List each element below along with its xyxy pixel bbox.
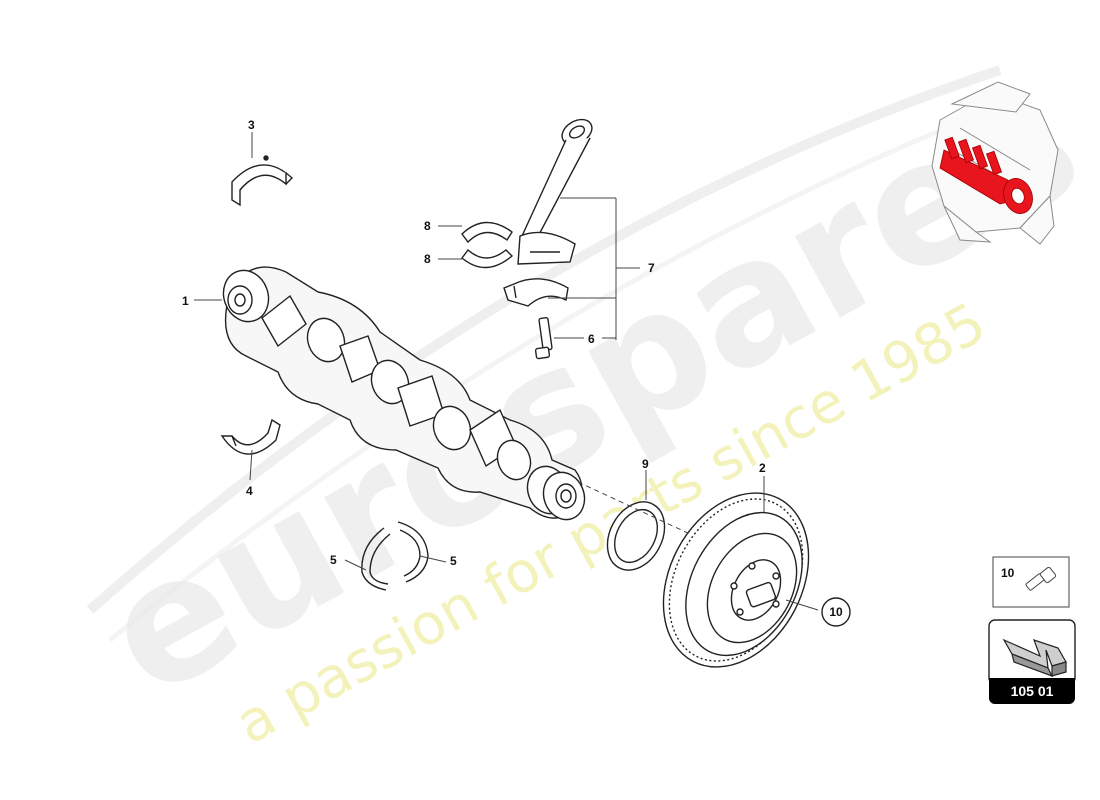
callout-1: 1 bbox=[182, 294, 189, 308]
callout-8-lower: 8 bbox=[424, 252, 431, 266]
bolt-icon bbox=[1025, 566, 1057, 591]
callout-5-right: 5 bbox=[450, 554, 457, 568]
callout-5-left: 5 bbox=[330, 553, 337, 567]
connecting-rod bbox=[503, 118, 593, 307]
arrow-icon bbox=[1002, 638, 1067, 678]
oil-seal bbox=[606, 501, 666, 571]
leader-lines bbox=[194, 132, 819, 611]
callout-10: 10 bbox=[829, 605, 843, 619]
nav-arrow-box[interactable] bbox=[988, 619, 1076, 685]
inset-label: 10 bbox=[1001, 566, 1015, 580]
callout-9: 9 bbox=[642, 457, 649, 471]
callout-2: 2 bbox=[759, 461, 766, 475]
callout-10-circle bbox=[821, 597, 851, 627]
callouts: 3 1 4 8 8 7 6 9 2 5 5 10 bbox=[182, 118, 851, 627]
callout-8-upper: 8 bbox=[424, 219, 431, 233]
callout-6: 6 bbox=[588, 332, 595, 346]
crankshaft bbox=[222, 266, 586, 521]
flywheel bbox=[662, 492, 810, 668]
page-code-badge: 105 01 bbox=[989, 678, 1075, 704]
engine-locator-thumbnail bbox=[931, 81, 1059, 245]
rod-bearing-shells bbox=[461, 221, 514, 269]
callout-4: 4 bbox=[246, 484, 253, 498]
rod-bolt bbox=[534, 317, 553, 360]
callout-7: 7 bbox=[648, 261, 655, 275]
main-bearing-shell-lower bbox=[220, 418, 281, 455]
main-bearing-shell-upper bbox=[231, 155, 294, 207]
callout-3: 3 bbox=[248, 118, 255, 132]
bolt-inset: 10 bbox=[992, 556, 1070, 608]
thrust-washers bbox=[361, 521, 429, 591]
